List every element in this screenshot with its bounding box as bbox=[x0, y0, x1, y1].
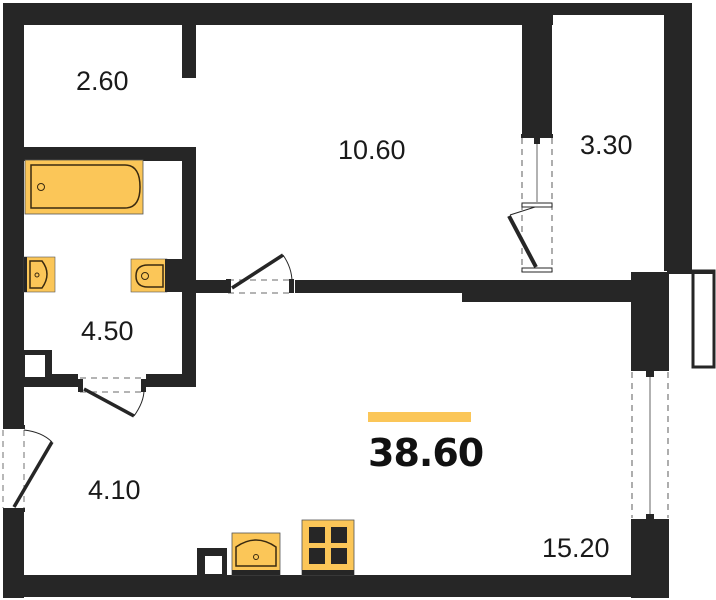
loggia-door bbox=[507, 134, 553, 273]
total-area-accent-bar bbox=[368, 412, 471, 422]
total-area: 38.60 bbox=[368, 431, 484, 475]
stove-icon bbox=[301, 519, 355, 576]
area-label-kitchen-living: 15.20 bbox=[542, 533, 610, 563]
toilet-icon bbox=[130, 258, 182, 293]
kitchen-sink-icon bbox=[231, 532, 281, 576]
door-room bbox=[226, 253, 294, 294]
area-label-hallway-top: 2.60 bbox=[76, 66, 129, 96]
walls bbox=[3, 3, 692, 598]
area-label-entrance-hall: 4.10 bbox=[88, 475, 141, 505]
area-label-loggia: 3.30 bbox=[580, 130, 633, 160]
sink-icon bbox=[23, 256, 56, 293]
balcony-outline bbox=[691, 269, 716, 369]
door-bathroom bbox=[78, 377, 146, 418]
shaft-void bbox=[25, 355, 45, 377]
area-label-room: 10.60 bbox=[338, 135, 406, 165]
door-entrance bbox=[2, 425, 54, 512]
bathtub-icon bbox=[24, 159, 144, 215]
area-label-bathroom: 4.50 bbox=[81, 316, 134, 346]
window-living bbox=[631, 367, 669, 523]
shaft-void bbox=[205, 556, 222, 574]
